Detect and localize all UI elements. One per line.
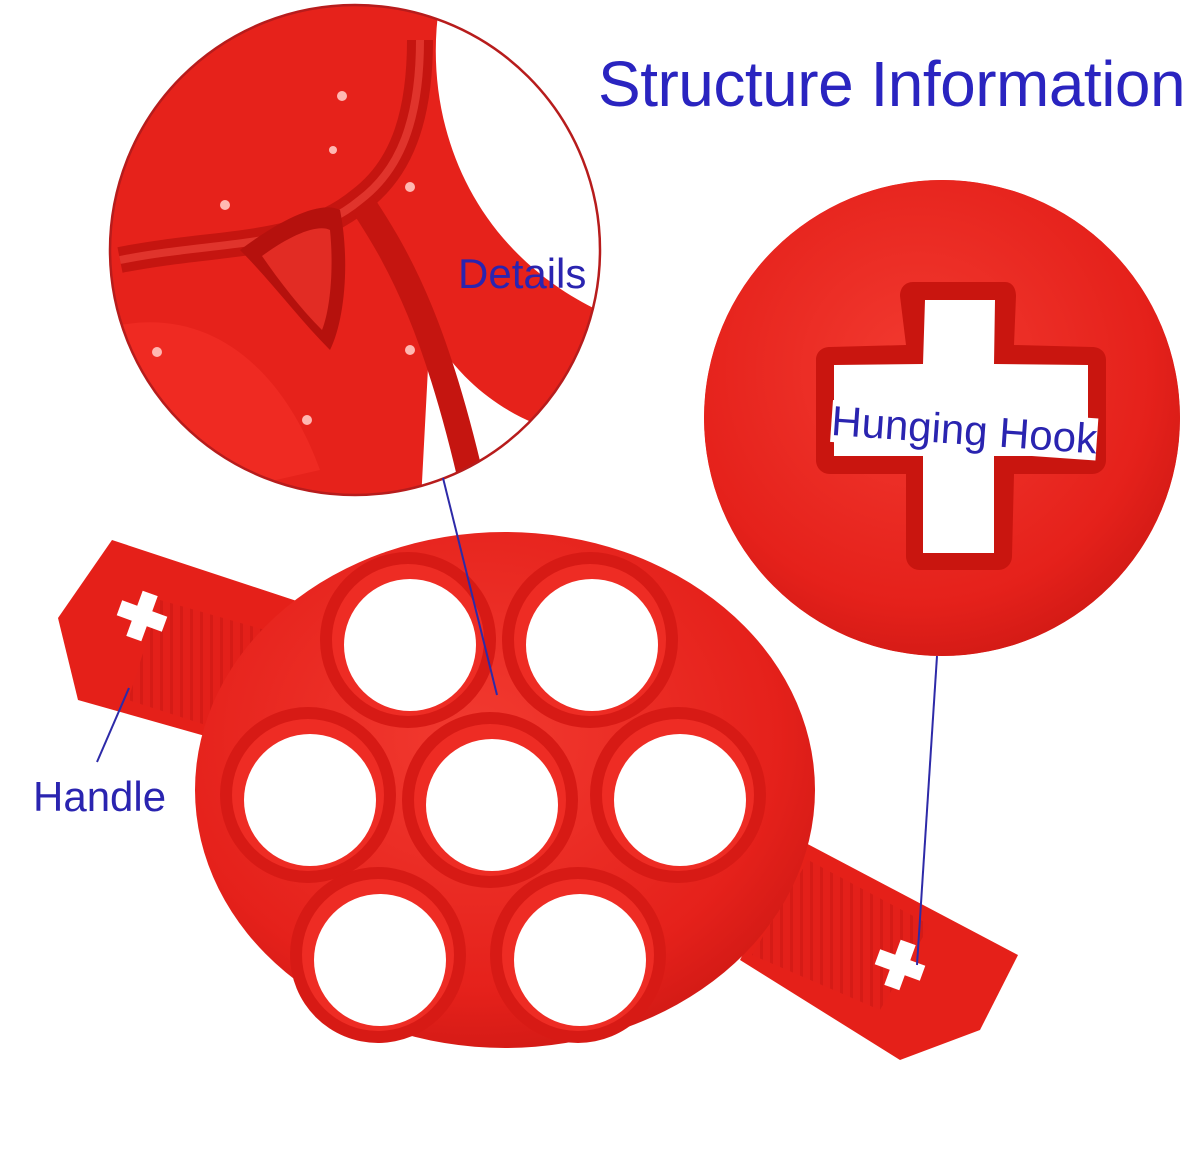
cavity	[590, 707, 766, 883]
cavity	[320, 552, 496, 728]
cross-hook-icon	[874, 939, 926, 991]
page-title: Structure Information	[598, 48, 1186, 120]
cavity	[502, 552, 678, 728]
hook-zoom-circle	[704, 180, 1180, 656]
handle-label: Handle	[33, 773, 167, 820]
right-handle	[740, 840, 1018, 1060]
cavity	[290, 867, 466, 1043]
leader-lines	[96, 477, 938, 966]
pancake-mold	[58, 532, 1018, 1060]
cavity	[490, 867, 666, 1043]
details-zoom-circle	[108, 3, 602, 497]
mold-cavities	[220, 552, 766, 1043]
hook-leader-line	[916, 655, 938, 966]
handle-leader-line	[96, 687, 130, 763]
details-label: Details	[458, 250, 587, 297]
cavity	[220, 707, 396, 883]
cross-hook-icon	[116, 590, 168, 642]
cavity	[402, 712, 578, 888]
details-leader-line	[442, 477, 498, 696]
